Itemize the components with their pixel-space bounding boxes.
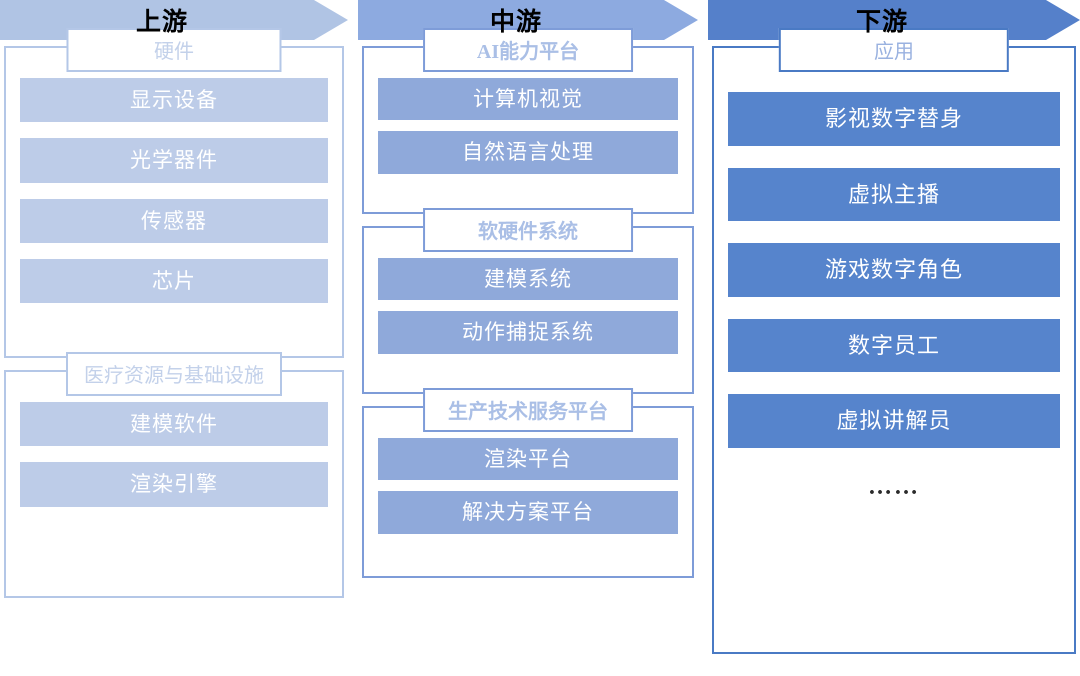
item-bar[interactable]: 虚拟讲解员 xyxy=(728,394,1060,448)
group-box-production-service-platform: 生产技术服务平台 渲染平台 解决方案平台 xyxy=(362,388,694,578)
more-items-ellipsis: …… xyxy=(868,473,920,500)
group-box-applications: 应用 影视数字替身 虚拟主播 游戏数字角色 数字员工 虚拟讲解员 …… xyxy=(712,28,1076,654)
group-label-software-hardware-system: 软硬件系统 xyxy=(423,208,633,252)
stage-header-midstream: 中游 xyxy=(358,0,698,40)
group-label-ai-platform: AI能力平台 xyxy=(423,28,633,72)
group-box-software-hardware-system: 软硬件系统 建模系统 动作捕捉系统 xyxy=(362,208,694,394)
group-box-hardware: 硬件 显示设备 光学器件 传感器 芯片 xyxy=(4,28,344,358)
stage-column-midstream: 中游 AI能力平台 计算机视觉 自然语言处理 软硬件系统 建模系统 动作捕捉系统… xyxy=(358,0,698,676)
item-bar[interactable]: 建模系统 xyxy=(378,258,678,301)
stage-column-downstream: 下游 应用 影视数字替身 虚拟主播 游戏数字角色 数字员工 虚拟讲解员 …… xyxy=(708,0,1080,676)
stage-title-downstream: 下游 xyxy=(855,9,908,36)
item-bar[interactable]: 传感器 xyxy=(20,198,328,243)
item-bar[interactable]: 游戏数字角色 xyxy=(728,243,1060,297)
stage-title-midstream: 中游 xyxy=(489,9,542,36)
group-label-medical-resources: 医疗资源与基础设施 xyxy=(66,352,282,396)
item-bar[interactable]: 影视数字替身 xyxy=(728,92,1060,146)
item-bar[interactable]: 数字员工 xyxy=(728,318,1060,372)
group-box-medical-resources: 医疗资源与基础设施 建模软件 渲染引擎 xyxy=(4,352,344,598)
stage-header-downstream: 下游 xyxy=(708,0,1080,40)
item-bar[interactable]: 渲染引擎 xyxy=(20,462,328,507)
group-label-production-service-platform: 生产技术服务平台 xyxy=(423,388,633,432)
item-bar[interactable]: 自然语言处理 xyxy=(378,131,678,174)
item-bar[interactable]: 解决方案平台 xyxy=(378,491,678,534)
group-label-hardware: 硬件 xyxy=(66,28,282,72)
item-bar[interactable]: 虚拟主播 xyxy=(728,167,1060,221)
stage-column-upstream: 上游 硬件 显示设备 光学器件 传感器 芯片 医疗资源与基础设施 建模软件 渲染… xyxy=(0,0,348,676)
item-bar[interactable]: 动作捕捉系统 xyxy=(378,311,678,354)
item-bar[interactable]: 芯片 xyxy=(20,258,328,303)
stage-header-upstream: 上游 xyxy=(0,0,348,40)
stage-title-upstream: 上游 xyxy=(135,9,188,36)
group-box-ai-platform: AI能力平台 计算机视觉 自然语言处理 xyxy=(362,28,694,214)
item-bar[interactable]: 计算机视觉 xyxy=(378,78,678,121)
item-bar[interactable]: 光学器件 xyxy=(20,138,328,183)
group-label-applications: 应用 xyxy=(778,28,1010,72)
item-bar[interactable]: 显示设备 xyxy=(20,78,328,123)
item-bar[interactable]: 渲染平台 xyxy=(378,438,678,481)
item-bar[interactable]: 建模软件 xyxy=(20,402,328,447)
